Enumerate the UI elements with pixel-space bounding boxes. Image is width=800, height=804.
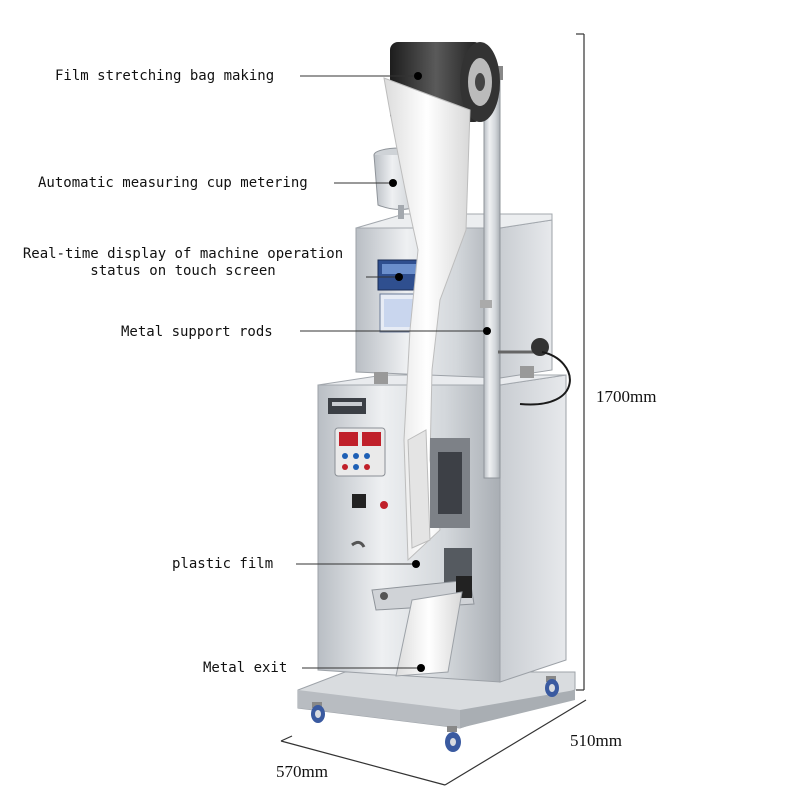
callout-lines — [296, 72, 491, 672]
depth-dimension-line — [444, 699, 587, 786]
callout-dot-touch-screen — [395, 273, 403, 281]
metal-exit-chute — [395, 591, 463, 677]
callout-label-touch-screen: Real-time display of machine operation s… — [10, 246, 356, 280]
callout-label-touch-screen-line-1: Real-time display of machine operation — [22, 246, 344, 262]
callout-label-measuring-cup: Automatic measuring cup metering — [38, 175, 308, 191]
callout-dot-metal-exit — [417, 664, 425, 672]
base-platform — [297, 671, 576, 729]
film-web — [383, 77, 471, 562]
callout-label-plastic-film: plastic film — [172, 556, 274, 572]
dimension-lines — [280, 33, 587, 786]
depth-dimension-label: 510mm — [570, 731, 622, 750]
control-panel — [334, 427, 388, 548]
callout-dot-film-stretching — [414, 72, 422, 80]
width-dimension-label: 570mm — [276, 762, 328, 781]
height-dimension-label: 1700mm — [596, 387, 657, 406]
callout-dot-measuring-cup — [389, 179, 397, 187]
callout-label-metal-exit: Metal exit — [203, 660, 288, 676]
caster-wheels — [311, 676, 559, 752]
callout-label-touch-screen-line-2: status on touch screen — [90, 263, 276, 279]
callout-dot-plastic-film — [412, 560, 420, 568]
callout-dot-support-rods — [483, 327, 491, 335]
callout-label-support-rods: Metal support rods — [121, 324, 273, 340]
callout-label-film-stretching: Film stretching bag making — [55, 68, 275, 84]
width-dimension-line — [280, 740, 446, 786]
